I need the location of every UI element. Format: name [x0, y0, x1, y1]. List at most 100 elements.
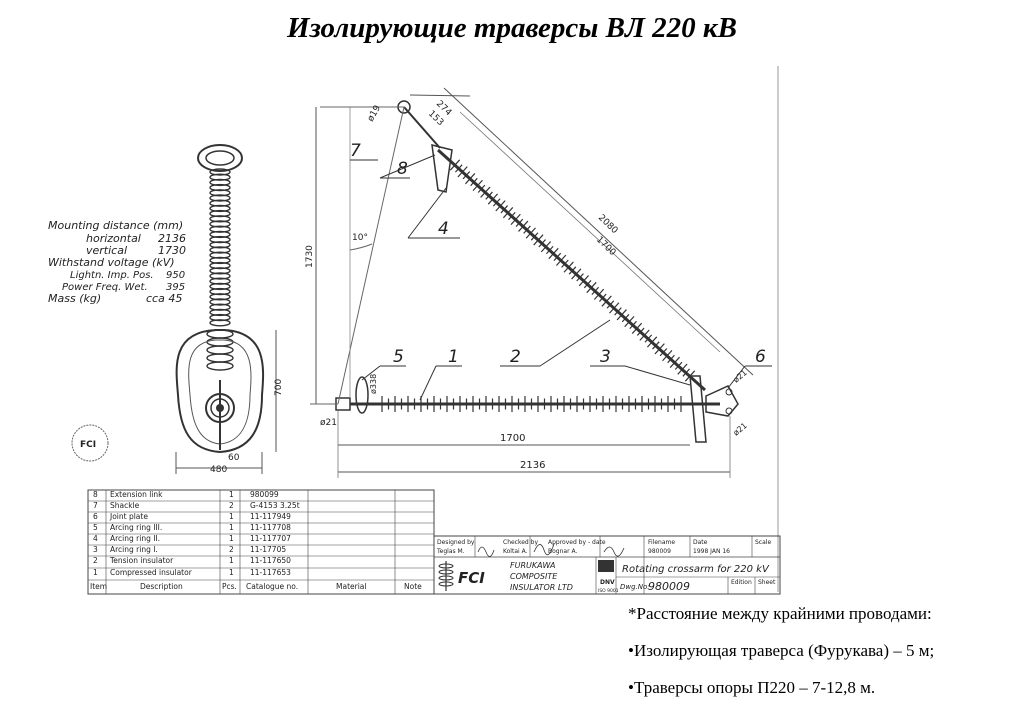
row-catalogue: 11-17705 [250, 545, 286, 554]
table-row: 8 Extension link 1 980099 [93, 490, 279, 499]
shed [209, 168, 231, 176]
fci-stamp-text: FCI [80, 440, 96, 450]
note-line-1: *Расстояние между крайними проводами: [628, 604, 932, 623]
shed [609, 302, 620, 314]
shed [606, 300, 615, 309]
row-catalogue: 11-117650 [250, 556, 291, 565]
dim-1700-diag-label: 1700 [594, 235, 618, 258]
shed [492, 198, 501, 207]
table-row: 2 Tension insulator 1 11-117650 [93, 556, 291, 565]
shed [449, 159, 461, 171]
note-line-3: •Траверсы опоры П220 – 7-12,8 м. [628, 678, 876, 697]
shed [545, 245, 554, 255]
shed [209, 256, 231, 265]
company-name: FURUKAWA COMPOSITE INSULATOR LTD [510, 561, 573, 592]
title-block-text: Designed by Teglas M. Checked by Koltai … [436, 539, 771, 555]
tb-date-value: 1998 JAN 16 [693, 548, 730, 555]
shed [209, 287, 231, 296]
shed [568, 266, 577, 275]
dim-700-label: 700 [274, 379, 284, 396]
row-description: Tension insulator [109, 556, 174, 565]
logo-shed-2 [438, 569, 454, 575]
dim-21-left-label: ø21 [320, 418, 337, 428]
dim-1700-diag-line [459, 111, 721, 353]
signature-checker [533, 543, 555, 556]
fci-logo: FCI [438, 561, 485, 591]
tb-date-label: Date [693, 539, 708, 546]
shed [209, 319, 231, 327]
shed-large [206, 361, 234, 371]
angle-label: 10° [352, 233, 368, 243]
shed [593, 288, 605, 300]
row-item: 4 [93, 534, 98, 543]
row-pcs: 1 [229, 568, 234, 577]
tension-insulator-sheds [449, 159, 696, 382]
tension-insulator-rod [436, 148, 707, 392]
tb-filename-label: Filename [648, 539, 675, 546]
shed [533, 234, 544, 246]
shed [530, 232, 539, 241]
row-pcs: 1 [229, 490, 234, 499]
shed [538, 239, 546, 248]
shed [652, 341, 660, 350]
table-row: 5 Arcing ring III. 1 11-117708 [93, 523, 291, 532]
dim-21-right-lower-label: ø21 [732, 421, 749, 438]
dim-21-right-upper-label: ø21 [732, 368, 749, 385]
dnv-label: DNV [600, 579, 615, 586]
callout-7: 7 [350, 141, 361, 161]
top-eye-ring [197, 144, 243, 172]
shed [523, 225, 531, 234]
row-item: 8 [93, 490, 98, 499]
title-block-border [433, 535, 781, 595]
shed [209, 267, 231, 275]
signature-designer [477, 546, 495, 557]
callout-4-leader [407, 187, 447, 239]
shed [540, 241, 552, 253]
row-description: Extension link [110, 490, 163, 499]
spec-withstand-label: Withstand voltage (kV) [48, 256, 175, 269]
shed [209, 230, 231, 239]
shed [644, 334, 653, 343]
shed [571, 268, 582, 280]
shed [599, 293, 607, 302]
tb-designed-name: Teglas M. [436, 548, 465, 555]
row-pcs: 1 [229, 534, 234, 543]
row-description: Arcing ring III. [110, 523, 162, 532]
shed [209, 225, 231, 233]
shed [525, 227, 536, 239]
shed [209, 272, 231, 280]
shed [631, 322, 643, 334]
angle-arc [349, 243, 373, 251]
joint-pin-lower [725, 407, 733, 415]
shed [477, 184, 486, 193]
row-catalogue: 11-117708 [250, 523, 291, 532]
shed [209, 241, 231, 249]
shed [209, 189, 231, 197]
header-note: Note [404, 582, 422, 591]
callout-6-leader [727, 365, 746, 389]
shed [518, 220, 529, 232]
shed-large [206, 353, 234, 363]
insulator-sheds [206, 168, 234, 371]
shed [209, 261, 231, 270]
shed [682, 368, 691, 377]
dim-1730-label: 1730 [305, 245, 315, 268]
slide-title: Изолирующие траверсы ВЛ 220 кВ [287, 12, 737, 44]
shed [555, 254, 567, 266]
tb-filename-value: 980009 [648, 548, 671, 555]
dim-60-label: 60 [228, 453, 240, 463]
shed [502, 207, 514, 219]
shed [472, 179, 483, 192]
shed [639, 329, 650, 341]
callout-1: 1 [448, 347, 459, 367]
header-material: Material [336, 582, 366, 591]
callout-1-leader [419, 365, 437, 401]
shed [209, 277, 231, 285]
shed [209, 173, 231, 181]
shed [209, 282, 231, 291]
shed [586, 281, 597, 294]
shed [209, 246, 231, 254]
table-header-row: Item Description Pcs. Catalogue no. Mate… [90, 582, 422, 591]
insulator-side-view: 480 60 700 FCI [71, 144, 284, 475]
spec-horizontal-label: horizontal [86, 232, 141, 245]
